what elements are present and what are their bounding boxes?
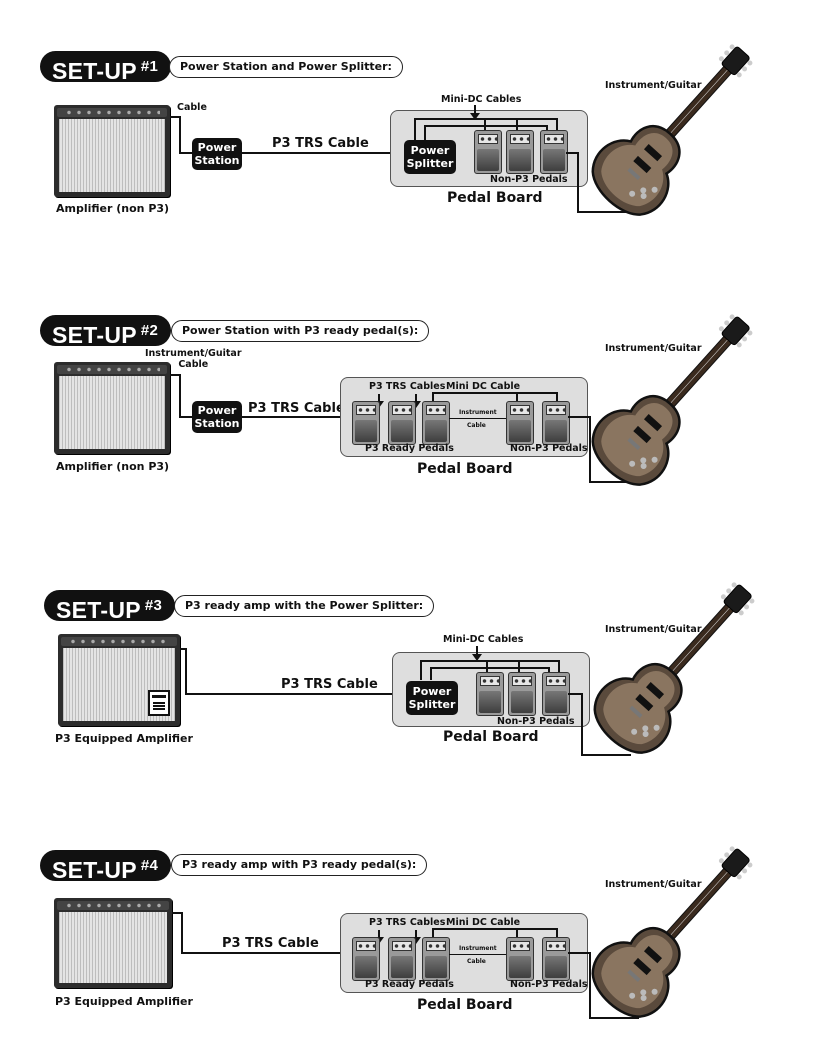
- setup-2: SET-UP#2 Power Station with P3 ready ped…: [0, 264, 816, 524]
- cable-label: Cable: [467, 958, 486, 965]
- guitar-label: Instrument/Guitar: [605, 80, 702, 91]
- mini-dc-label: Mini-DC Cables: [441, 94, 522, 105]
- p3-ready-pedal: [352, 401, 380, 445]
- setup-description: P3 ready amp with P3 ready pedal(s):: [171, 854, 428, 876]
- non-p3-pedals-label: Non-P3 Pedals: [510, 979, 588, 990]
- pedal-board-label: Pedal Board: [417, 461, 513, 477]
- setup-1: SET-UP#1 Power Station and Power Splitte…: [0, 0, 816, 260]
- p3-amplifier: [58, 634, 180, 726]
- setup-badge: SET-UP#4: [40, 850, 172, 883]
- non-p3-pedal: [506, 401, 534, 445]
- pedal: [476, 672, 504, 716]
- cable-label: Cable: [467, 422, 486, 429]
- p3-trs-cables-label: P3 TRS Cables: [369, 381, 446, 392]
- setup-4: SET-UP#4 P3 ready amp with P3 ready peda…: [0, 800, 816, 1060]
- setup-badge: SET-UP#2: [40, 315, 172, 348]
- pedal-board-label: Pedal Board: [417, 997, 513, 1013]
- amplifier: [54, 362, 170, 454]
- pedal: [542, 672, 570, 716]
- pedal: [506, 130, 534, 174]
- p3-amplifier: [54, 898, 172, 988]
- trs-cable-label: P3 TRS Cable: [222, 936, 319, 951]
- non-p3-pedals-label: Non-P3 Pedals: [490, 174, 568, 185]
- non-p3-pedal: [542, 937, 570, 981]
- amp-label: Amplifier (non P3): [56, 460, 170, 473]
- guitar-image: [591, 44, 753, 216]
- guitar-label: Instrument/Guitar: [605, 624, 702, 635]
- setup-badge: SET-UP#3: [44, 590, 176, 623]
- p3-logo-icon: [148, 690, 170, 716]
- guitar-label: Instrument/Guitar: [605, 879, 702, 890]
- guitar-label: Instrument/Guitar: [605, 343, 702, 354]
- pedal: [474, 130, 502, 174]
- instrument-label: Instrument: [459, 945, 497, 952]
- trs-cable-label: P3 TRS Cable: [281, 677, 378, 692]
- power-splitter-box: Power Splitter: [404, 140, 456, 174]
- guitar-image: [591, 314, 753, 486]
- setup-3: SET-UP#3 P3 ready amp with the Power Spl…: [0, 540, 816, 800]
- instrument-label: Instrument: [459, 409, 497, 416]
- non-p3-pedals-label: Non-P3 Pedals: [510, 443, 588, 454]
- amp-label: P3 Equipped Amplifier: [55, 732, 193, 745]
- guitar-image: [591, 846, 753, 1018]
- amp-cable-label: Instrument/Guitar Cable: [145, 348, 242, 370]
- mini-dc-label: Mini-DC Cables: [443, 634, 524, 645]
- setup-description: P3 ready amp with the Power Splitter:: [174, 595, 435, 617]
- pedal-board-label: Pedal Board: [443, 729, 539, 745]
- amp-cable-label: Cable: [177, 102, 207, 113]
- pedal: [540, 130, 568, 174]
- amp-label: P3 Equipped Amplifier: [55, 995, 193, 1008]
- power-splitter-box: Power Splitter: [406, 681, 458, 715]
- p3-ready-pedal: [352, 937, 380, 981]
- mini-dc-label: Mini DC Cable: [446, 381, 521, 392]
- setup-description: Power Station with P3 ready pedal(s):: [171, 320, 430, 342]
- amplifier: [54, 105, 170, 197]
- power-station-box: Power Station: [192, 138, 242, 170]
- p3-ready-pedal: [422, 937, 450, 981]
- setup-description: Power Station and Power Splitter:: [169, 56, 403, 78]
- p3-ready-pedal: [388, 401, 416, 445]
- amp-label: Amplifier (non P3): [56, 202, 170, 215]
- p3-ready-pedals-label: P3 Ready Pedals: [365, 979, 454, 990]
- non-p3-pedals-label: Non-P3 Pedals: [497, 716, 575, 727]
- trs-cable-label: P3 TRS Cable: [248, 401, 345, 416]
- setup-badge: SET-UP#1: [40, 51, 172, 84]
- p3-ready-pedals-label: P3 Ready Pedals: [365, 443, 454, 454]
- mini-dc-label: Mini DC Cable: [446, 917, 521, 928]
- p3-trs-cables-label: P3 TRS Cables: [369, 917, 446, 928]
- p3-ready-pedal: [422, 401, 450, 445]
- guitar-image: [593, 582, 755, 754]
- non-p3-pedal: [542, 401, 570, 445]
- trs-cable-label: P3 TRS Cable: [272, 136, 369, 151]
- non-p3-pedal: [506, 937, 534, 981]
- power-station-box: Power Station: [192, 401, 242, 433]
- pedal-board-label: Pedal Board: [447, 190, 543, 206]
- pedal: [508, 672, 536, 716]
- p3-ready-pedal: [388, 937, 416, 981]
